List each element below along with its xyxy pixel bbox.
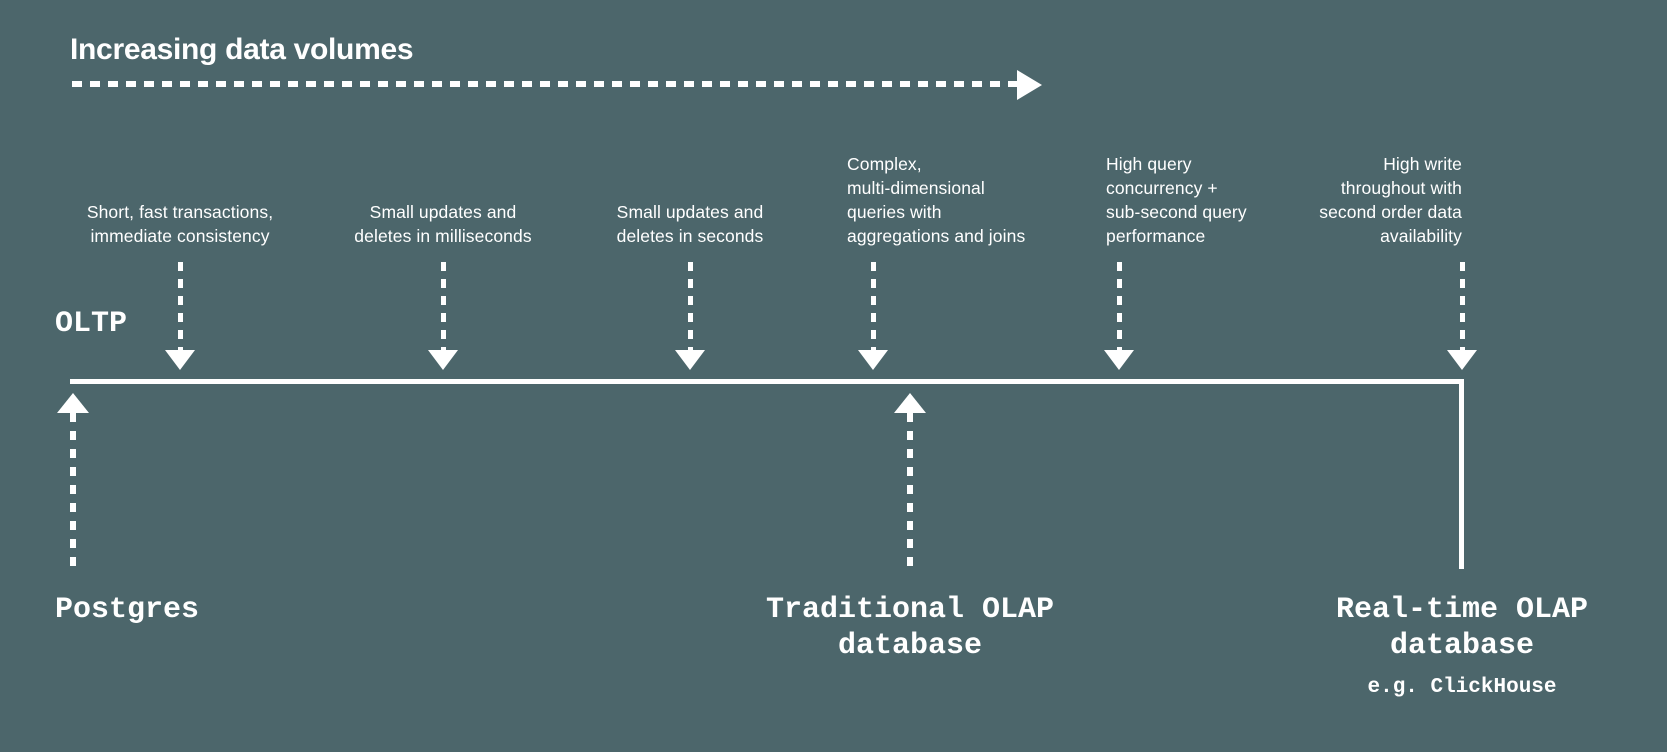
timeline-line — [70, 379, 1464, 384]
annotation-line: deletes in seconds — [616, 226, 764, 246]
down-arrow-head-icon — [1447, 350, 1477, 370]
data-volume-arrow-shaft — [72, 81, 1017, 87]
annotation-line: Small updates and — [369, 202, 517, 222]
annotation-line: sub-second query — [1106, 202, 1247, 222]
down-arrow-shaft — [440, 262, 446, 350]
traditional-olap-label: Traditional OLAP database — [710, 592, 1110, 664]
down-arrow-shaft — [870, 262, 876, 350]
up-arrow-head-icon — [894, 393, 926, 413]
annotation-line: Complex, — [847, 154, 922, 174]
down-arrow-head-icon — [165, 350, 195, 370]
realtime-olap-label: Real-time OLAP database e.g. ClickHouse — [1262, 592, 1662, 700]
down-arrow-milliseconds — [428, 262, 458, 370]
database-label-line: Postgres — [55, 593, 200, 627]
database-label-line: Real-time OLAP — [1335, 593, 1589, 627]
annotation-line: deletes in milliseconds — [354, 226, 532, 246]
annotation-line: High write — [1383, 154, 1462, 174]
postgres-label: Postgres — [55, 592, 199, 628]
up-arrow-shaft — [907, 413, 913, 570]
annotation-line: throughout with — [1340, 178, 1462, 198]
annotation-line: Short, fast transactions, — [86, 202, 274, 222]
annotation-write-throughput: High write throughout with second order … — [1242, 152, 1462, 248]
annotation-line: multi-dimensional — [847, 178, 985, 198]
annotation-complex-queries: Complex, multi-dimensional queries with … — [847, 152, 1077, 248]
database-label-line: database — [837, 629, 983, 663]
up-arrow-shaft — [70, 413, 76, 570]
database-label-line: database — [1389, 629, 1535, 663]
down-arrow-complex-queries — [858, 262, 888, 370]
down-arrow-write-throughput — [1447, 262, 1477, 370]
oltp-axis-label: OLTP — [55, 307, 128, 341]
annotation-updates-milliseconds: Small updates and deletes in millisecond… — [323, 200, 563, 248]
annotation-line: queries with — [847, 202, 942, 222]
annotation-line: aggregations and joins — [847, 226, 1026, 246]
down-arrow-head-icon — [858, 350, 888, 370]
annotation-line: immediate consistency — [90, 226, 270, 246]
annotation-line: High query — [1106, 154, 1192, 174]
annotation-line: second order data — [1319, 202, 1462, 222]
down-arrow-shaft — [687, 262, 693, 350]
down-arrow-seconds — [675, 262, 705, 370]
up-arrow-traditional-olap — [894, 393, 926, 570]
data-volume-arrow-head-icon — [1017, 70, 1042, 100]
clickhouse-note: e.g. ClickHouse — [1367, 676, 1557, 699]
up-arrow-head-icon — [57, 393, 89, 413]
annotation-line: performance — [1106, 226, 1206, 246]
down-arrow-concurrency — [1104, 262, 1134, 370]
down-arrow-shaft — [1116, 262, 1122, 350]
timeline-end-drop-line — [1459, 379, 1464, 569]
down-arrow-head-icon — [1104, 350, 1134, 370]
annotation-line: availability — [1380, 226, 1462, 246]
annotation-query-concurrency: High query concurrency + sub-second quer… — [1106, 152, 1316, 248]
up-arrow-postgres — [57, 393, 89, 570]
diagram-title: Increasing data volumes — [70, 33, 414, 66]
down-arrow-head-icon — [675, 350, 705, 370]
annotation-updates-seconds: Small updates and deletes in seconds — [570, 200, 810, 248]
down-arrow-head-icon — [428, 350, 458, 370]
down-arrow-shaft — [177, 262, 183, 350]
annotation-line: concurrency + — [1106, 178, 1218, 198]
down-arrow-shaft — [1459, 262, 1465, 350]
annotation-line: Small updates and — [616, 202, 764, 222]
annotation-oltp-transactions: Short, fast transactions, immediate cons… — [60, 200, 300, 248]
database-label-line: Traditional OLAP — [765, 593, 1055, 627]
down-arrow-transactions — [165, 262, 195, 370]
